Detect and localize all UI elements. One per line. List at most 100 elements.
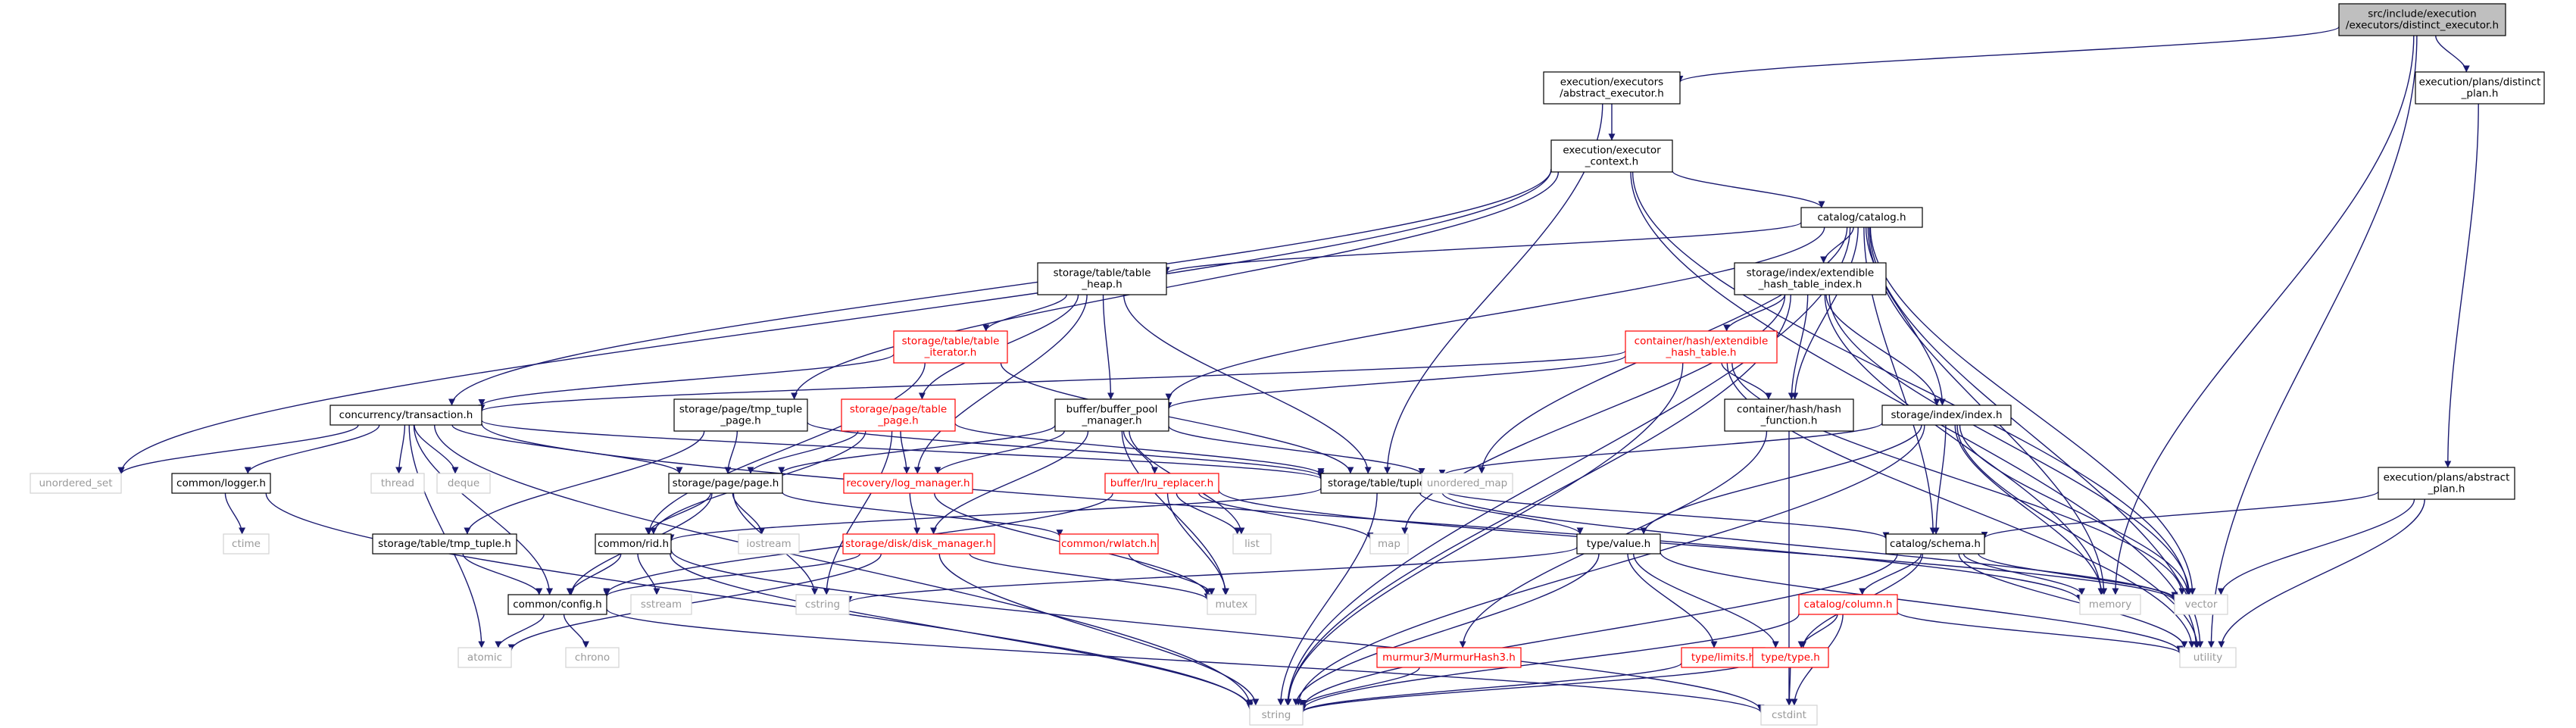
node-label: storage/table/tmp_tuple.h xyxy=(378,538,511,550)
node-box xyxy=(1249,705,1304,726)
node-label: storage/disk/disk_manager.h xyxy=(845,538,992,550)
node-log-manager-h[interactable]: recovery/log_manager.h xyxy=(843,473,973,494)
node-label: map xyxy=(1378,538,1400,550)
node-unordered-map: unordered_map xyxy=(1421,473,1513,494)
edge-type_value_h-to-limits_h xyxy=(1627,553,1718,648)
node-tmp-tuple-page-h[interactable]: storage/page/tmp_tuple_page.h xyxy=(673,398,808,432)
node-schema-h[interactable]: catalog/schema.h xyxy=(1885,533,1985,555)
node-box xyxy=(1752,647,1829,668)
node-label: _plan.h xyxy=(2461,88,2499,100)
edge-buffer_pool_manager_h-to-lru_replacer_h xyxy=(1123,430,1158,474)
edge-column_h-to-type_h xyxy=(1797,614,1838,648)
node-box xyxy=(2338,3,2506,36)
node-distinct-plan-h[interactable]: execution/plans/distinct_plan.h xyxy=(2415,71,2545,105)
edge-transaction_h-to-deque xyxy=(414,424,459,474)
node-utility: utility xyxy=(2179,647,2237,668)
node-hash-function-h[interactable]: container/hash/hash_function.h xyxy=(1724,398,1854,432)
node-box xyxy=(1104,473,1219,494)
edge-type_value_h-to-type_h xyxy=(1633,553,1779,648)
edge-tuple_h-to-vector xyxy=(1441,492,2178,601)
node-rwlatch-h[interactable]: common/rwlatch.h xyxy=(1059,533,1159,555)
node-label: recovery/log_manager.h xyxy=(846,477,970,489)
edge-buffer_pool_manager_h-to-mutex xyxy=(1121,430,1229,595)
node-label: sstream xyxy=(641,598,682,611)
node-label: list xyxy=(1244,538,1260,550)
node-disk-manager-h[interactable]: storage/disk/disk_manager.h xyxy=(842,533,995,555)
node-ctime: ctime xyxy=(223,533,270,555)
edge-executor_context_h-to-unordered_set xyxy=(117,168,1552,474)
node-column-h[interactable]: catalog/column.h xyxy=(1798,594,1898,615)
node-distinct-executor-h[interactable]: src/include/execution/executors/distinct… xyxy=(2338,3,2506,36)
node-label: catalog/catalog.h xyxy=(1817,211,1906,223)
edge-catalog_h-to-vector xyxy=(1869,227,2197,595)
edge-rid_h-to-string xyxy=(670,553,1254,709)
node-box xyxy=(1550,139,1673,173)
node-abstract-executor-h[interactable]: execution/executors/abstract_executor.h xyxy=(1543,71,1681,105)
node-label: buffer/lru_replacer.h xyxy=(1110,477,1213,489)
node-thread: thread xyxy=(370,473,425,494)
node-box xyxy=(1421,473,1513,494)
edge-lru_replacer_h-to-vector xyxy=(1218,489,2178,602)
edge-limits_h-to-string xyxy=(1299,662,1682,713)
node-label: /executors/distinct_executor.h xyxy=(2346,20,2499,32)
node-deque: deque xyxy=(436,473,491,494)
edge-ext_hash_index_h-to-index_h xyxy=(1825,294,1941,406)
node-label: _hash_table_index.h xyxy=(1758,279,1863,291)
edge-distinct_executor_h-to-utility xyxy=(2207,35,2418,648)
edge-abstract_plan_h-to-schema_h xyxy=(1981,491,2379,539)
node-lru-replacer-h[interactable]: buffer/lru_replacer.h xyxy=(1104,473,1219,494)
edge-catalog_h-to-utility xyxy=(1869,227,2204,648)
node-box xyxy=(1037,262,1167,295)
edge-transaction_h-to-memory xyxy=(481,423,2084,602)
edge-ext_hash_index_h-to-memory xyxy=(1824,294,2105,595)
edge-buffer_pool_manager_h-to-unordered_map xyxy=(1168,426,1425,475)
node-type-value-h[interactable]: type/value.h xyxy=(1576,533,1661,555)
node-list: list xyxy=(1232,533,1272,555)
node-buffer-pool-manager-h[interactable]: buffer/buffer_pool_manager.h xyxy=(1054,398,1169,432)
node-box xyxy=(2179,647,2237,668)
node-type-h[interactable]: type/type.h xyxy=(1752,647,1829,668)
node-rid-h[interactable]: common/rid.h xyxy=(595,533,672,555)
node-logger-h[interactable]: common/logger.h xyxy=(171,473,271,494)
edge-rid_h-to-sstream xyxy=(637,553,660,595)
node-unordered-set: unordered_set xyxy=(30,473,122,494)
node-abstract-plan-h[interactable]: execution/plans/abstract_plan.h xyxy=(2378,467,2515,500)
node-box xyxy=(673,398,808,432)
edge-index_h-to-tuple_h xyxy=(1438,422,1883,476)
node-executor-context-h[interactable]: execution/executor_context.h xyxy=(1550,139,1673,173)
node-box xyxy=(1760,705,1818,726)
node-config-h[interactable]: common/config.h xyxy=(507,594,607,615)
edge-executor_context_h-to-vector xyxy=(1631,171,2192,595)
edge-tuple_h-to-rid_h xyxy=(667,487,1322,542)
edge-index_h-to-memory xyxy=(1954,424,2106,595)
edge-ext_hash_table_h-to-transaction_h xyxy=(478,350,1626,412)
node-ext-hash-index-h[interactable]: storage/index/extendible_hash_table_inde… xyxy=(1734,262,1887,295)
node-limits-h[interactable]: type/limits.h xyxy=(1681,647,1766,668)
edge-ext_hash_table_h-to-string xyxy=(1284,362,1684,706)
node-label: type/type.h xyxy=(1761,651,1820,664)
node-tmp-tuple-h[interactable]: storage/table/tmp_tuple.h xyxy=(372,533,517,555)
node-page-h[interactable]: storage/page/page.h xyxy=(668,473,783,494)
node-table-iterator-h[interactable]: storage/table/table_iterator.h xyxy=(893,330,1008,364)
node-ext-hash-table-h[interactable]: container/hash/extendible_hash_table.h xyxy=(1625,330,1778,364)
node-label: execution/executor xyxy=(1563,145,1661,157)
node-index-h[interactable]: storage/index/index.h xyxy=(1881,405,2012,426)
edge-table_heap_h-to-tuple_h xyxy=(1123,294,1372,474)
node-label: src/include/execution xyxy=(2368,8,2477,20)
node-label: _plan.h xyxy=(2428,483,2465,495)
node-murmur-h[interactable]: murmur3/MurmurHash3.h xyxy=(1376,647,1522,668)
node-table-heap-h[interactable]: storage/table/table_heap.h xyxy=(1037,262,1167,295)
node-catalog-h[interactable]: catalog/catalog.h xyxy=(1800,207,1923,228)
edge-murmur_h-to-string xyxy=(1299,667,1420,707)
edge-schema_h-to-utility xyxy=(1958,553,2188,648)
edge-tmp_tuple_page_h-to-page_h xyxy=(724,430,738,474)
edge-schema_h-to-column_h xyxy=(1859,553,1922,595)
edge-table_iterator_h-to-tuple_h xyxy=(1000,362,1354,474)
edge-tuple_h-to-string xyxy=(1277,492,1378,706)
node-label: execution/plans/distinct xyxy=(2419,77,2541,89)
node-label: storage/index/extendible xyxy=(1747,267,1874,280)
node-transaction-h[interactable]: concurrency/transaction.h xyxy=(329,405,482,426)
node-box xyxy=(171,473,271,494)
node-table-page-h[interactable]: storage/page/table_page.h xyxy=(841,398,956,432)
node-box xyxy=(893,330,1008,364)
